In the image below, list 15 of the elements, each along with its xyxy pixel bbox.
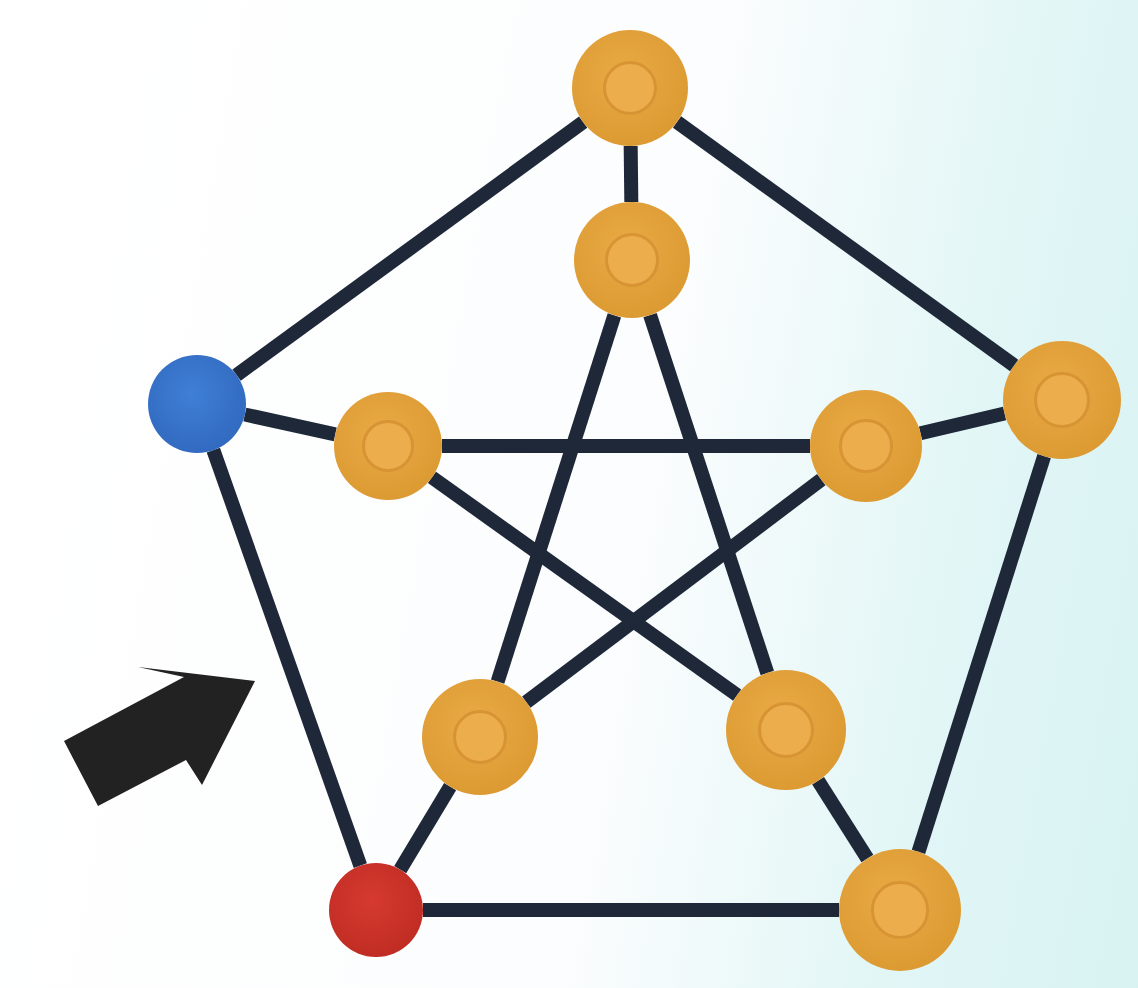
edge-line — [643, 312, 774, 676]
edge-line — [206, 447, 367, 869]
edge-line — [243, 407, 337, 442]
edge-line — [522, 474, 826, 708]
edge-line — [623, 145, 639, 203]
edge-line — [490, 313, 622, 684]
edge-line — [918, 406, 1007, 440]
edge-line — [423, 903, 839, 917]
edge-line — [442, 439, 810, 453]
edge-line — [427, 471, 742, 701]
edge-line — [812, 776, 874, 863]
edge-line — [232, 116, 588, 381]
edge-line — [672, 116, 1019, 372]
edge-line — [394, 783, 457, 874]
edge-line — [911, 454, 1051, 854]
